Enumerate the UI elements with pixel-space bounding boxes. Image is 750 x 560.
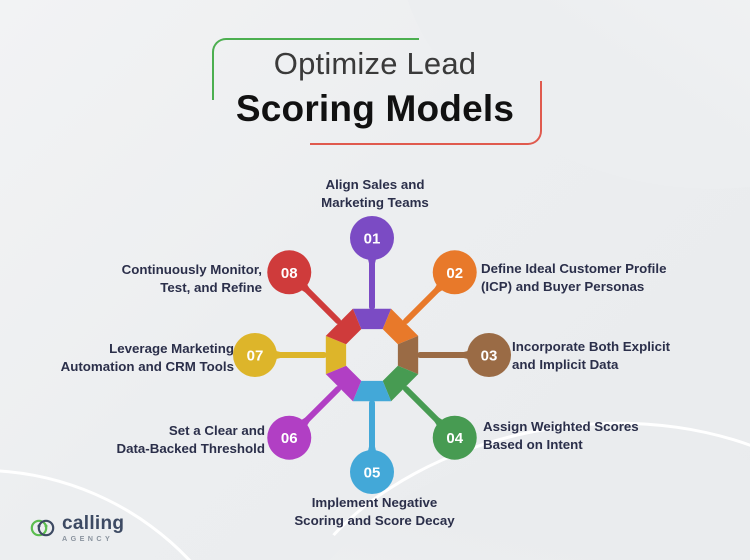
hub-segment-05 xyxy=(352,380,392,402)
step-label-04: Assign Weighted Scores Based on Intent xyxy=(483,419,639,452)
diagram-hub-ring xyxy=(325,308,419,402)
badge-number-04: 04 xyxy=(446,430,463,447)
step-label-03: Incorporate Both Explicit and Implicit D… xyxy=(512,339,671,372)
badge-circle-01[interactable] xyxy=(350,216,394,260)
step-label-08: Continuously Monitor, Test, and Refine xyxy=(121,262,262,295)
step-badge-02[interactable]: 02 xyxy=(427,250,477,300)
badge-number-03: 03 xyxy=(481,348,498,365)
hub-segment-04 xyxy=(382,365,419,402)
badge-number-05: 05 xyxy=(364,465,381,482)
step-label-07: Leverage Marketing Automation and CRM To… xyxy=(60,341,234,374)
step-label-05: Implement Negative Scoring and Score Dec… xyxy=(294,495,455,528)
badge-number-01: 01 xyxy=(364,231,381,248)
page-title: Optimize Lead Scoring Models xyxy=(0,36,750,145)
step-badge-08[interactable]: 08 xyxy=(267,250,317,300)
hub-segment-02 xyxy=(382,308,419,345)
badge-circle-07[interactable] xyxy=(233,333,277,377)
logo-name: calling xyxy=(62,512,125,534)
badge-circle-08[interactable] xyxy=(267,250,312,295)
badge-circle-02[interactable] xyxy=(432,250,477,295)
logo-mark-icon xyxy=(30,519,55,537)
step-badge-06[interactable]: 06 xyxy=(267,410,317,460)
step-badge-07[interactable]: 07 xyxy=(233,333,293,377)
title-line-1: Optimize Lead xyxy=(273,46,477,81)
step-label-01: Align Sales and Marketing Teams xyxy=(321,177,429,210)
step-badge-03[interactable]: 03 xyxy=(451,333,511,377)
step-badge-01[interactable]: 01 xyxy=(350,216,394,276)
badge-circle-06[interactable] xyxy=(267,415,312,460)
hub-segment-06 xyxy=(325,365,362,402)
badge-number-08: 08 xyxy=(281,265,298,282)
badge-circle-05[interactable] xyxy=(350,450,394,494)
step-label-02: Define Ideal Customer Profile (ICP) and … xyxy=(481,261,667,294)
step-badge-04[interactable]: 04 xyxy=(427,410,477,460)
hub-segment-01 xyxy=(352,308,392,330)
badge-number-06: 06 xyxy=(281,430,298,447)
diagram-badges: 01 02 03 04 05 06 07 08 xyxy=(233,216,511,494)
step-label-06: Set a Clear and Data-Backed Threshold xyxy=(116,423,265,456)
badge-number-07: 07 xyxy=(247,348,264,365)
badge-number-02: 02 xyxy=(446,265,463,282)
logo-tagline: AGENCY xyxy=(62,533,114,543)
hub-segment-08 xyxy=(325,308,362,345)
step-badge-05[interactable]: 05 xyxy=(350,434,394,494)
badge-circle-04[interactable] xyxy=(432,415,477,460)
hub-segment-03 xyxy=(397,335,419,375)
hub-segment-07 xyxy=(325,335,347,375)
brand-logo: calling AGENCY xyxy=(30,514,124,542)
title-line-2: Scoring Models xyxy=(235,88,515,129)
badge-circle-03[interactable] xyxy=(467,333,511,377)
